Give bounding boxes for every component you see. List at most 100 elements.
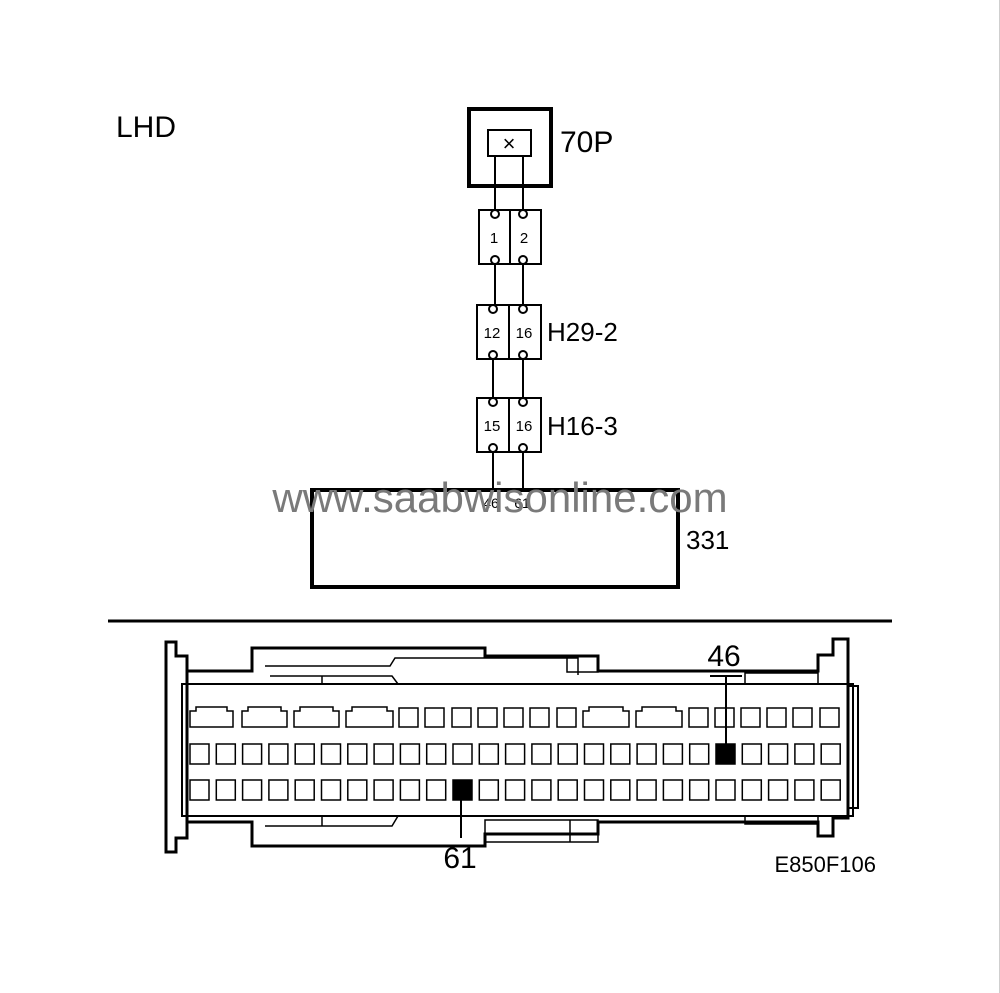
pin-cavity — [373, 743, 394, 765]
pin-cavity — [662, 743, 684, 765]
pin-cavity — [529, 707, 550, 728]
pin-callouts: 46 61 — [443, 640, 742, 875]
pin-terminal — [488, 304, 498, 314]
component-331-label: 331 — [686, 525, 729, 555]
pin-cavity — [504, 779, 526, 801]
connector-inner-body — [181, 683, 854, 817]
connector-h29-2-label: H29-2 — [547, 317, 618, 347]
callout-46-label: 46 — [707, 640, 740, 673]
pin-number: 16 — [516, 418, 533, 435]
pin-terminal — [518, 304, 528, 314]
pin-cavity — [715, 779, 736, 801]
connector-pins-1-2: 1 2 — [478, 209, 542, 265]
pin-cavity — [425, 743, 447, 765]
pin-cavity — [347, 779, 368, 801]
pin-cavity — [215, 743, 237, 765]
pin-cavity — [503, 707, 524, 728]
pin-terminal — [518, 350, 528, 360]
pin-cavity — [583, 743, 605, 765]
pin-cavity — [636, 743, 657, 765]
pin-cavity — [294, 779, 315, 801]
pin-cavity — [373, 779, 394, 801]
component-70p-box — [467, 107, 553, 188]
pin-cavity — [792, 707, 813, 728]
pin-cavity — [320, 743, 342, 765]
pin-number: 2 — [520, 230, 528, 247]
pin-number: 12 — [484, 325, 501, 342]
figure-id: E850F106 — [774, 852, 876, 877]
pin-terminal — [518, 209, 528, 219]
pin-cavity — [531, 779, 552, 801]
pin-cavity — [268, 779, 289, 801]
pin-cavity — [399, 743, 421, 765]
connector-latch-bottom — [484, 819, 599, 843]
pin-cavity — [320, 779, 342, 801]
pin-cavity — [399, 779, 421, 801]
pin-number: 46 — [483, 495, 499, 511]
pin-cavity — [189, 743, 210, 765]
pin-cavity-wide — [345, 706, 394, 728]
pin-terminal — [518, 397, 528, 407]
component-331-box — [310, 488, 680, 589]
pin-cavities — [189, 706, 841, 801]
pin-cavity — [189, 779, 210, 801]
pin-terminal — [488, 350, 498, 360]
pin-cell-16 — [508, 397, 542, 453]
pin-cavity — [398, 707, 419, 728]
connector-face — [164, 637, 859, 854]
pin-cavity-wide — [241, 706, 288, 728]
pin-cavity — [215, 779, 237, 801]
pin-cavity — [347, 743, 368, 765]
pin-cavity — [766, 707, 787, 728]
pin-cavity — [740, 707, 761, 728]
pin-cavity — [294, 743, 315, 765]
pin-cavity — [610, 743, 631, 765]
pin-cavity — [425, 779, 447, 801]
component-331: 46 61 331 — [310, 488, 729, 589]
pin-cavity — [478, 743, 500, 765]
component-70p-label: 70P — [560, 126, 613, 159]
pin-cavity — [688, 779, 710, 801]
pin-cavity — [714, 707, 735, 728]
pin-terminal — [488, 443, 498, 453]
component-70p-inner — [487, 129, 532, 157]
pin-number: 16 — [516, 325, 533, 342]
pin-cavity — [662, 779, 684, 801]
pin-cavity — [557, 779, 578, 801]
pin-cavity-wide — [635, 706, 683, 728]
pin-cavity — [636, 779, 657, 801]
pin-cavity — [688, 707, 709, 728]
pin-cavity — [794, 743, 815, 765]
pin-terminal — [518, 443, 528, 453]
pin-cavity — [268, 743, 289, 765]
pin-cell-16 — [508, 304, 542, 360]
pin-number: 15 — [484, 418, 501, 435]
pin-cavity — [557, 743, 578, 765]
connector-rail-top — [265, 657, 579, 675]
pin-cavity — [477, 707, 498, 728]
pin-cavity — [688, 743, 710, 765]
pin-number: 61 — [514, 495, 530, 511]
pin-cavity-wide — [189, 706, 234, 728]
pin-cavity — [741, 743, 763, 765]
component-70p: × 70P — [467, 107, 613, 188]
pin-cell-2 — [509, 209, 542, 265]
connector-rail-top-inner — [270, 675, 399, 685]
wires — [492, 156, 524, 490]
component-70p-symbol: × — [503, 131, 516, 156]
watermark: www.saabwisonline.com — [271, 474, 727, 521]
pin-number: 1 — [490, 230, 498, 247]
pin-terminal — [490, 209, 500, 219]
connector-left-flange — [164, 640, 189, 854]
pin-cavity — [424, 707, 445, 728]
pin-cavity — [452, 743, 473, 765]
pin-cavity — [820, 779, 841, 801]
pin-cavity-wide — [582, 706, 630, 728]
pin-cavity — [241, 779, 263, 801]
connector-h16-3-label: H16-3 — [547, 411, 618, 441]
connector-housing — [185, 637, 850, 848]
pin-cavity — [794, 779, 815, 801]
connector-rail-bottom-inner — [265, 815, 399, 827]
pin-cavity — [820, 743, 841, 765]
